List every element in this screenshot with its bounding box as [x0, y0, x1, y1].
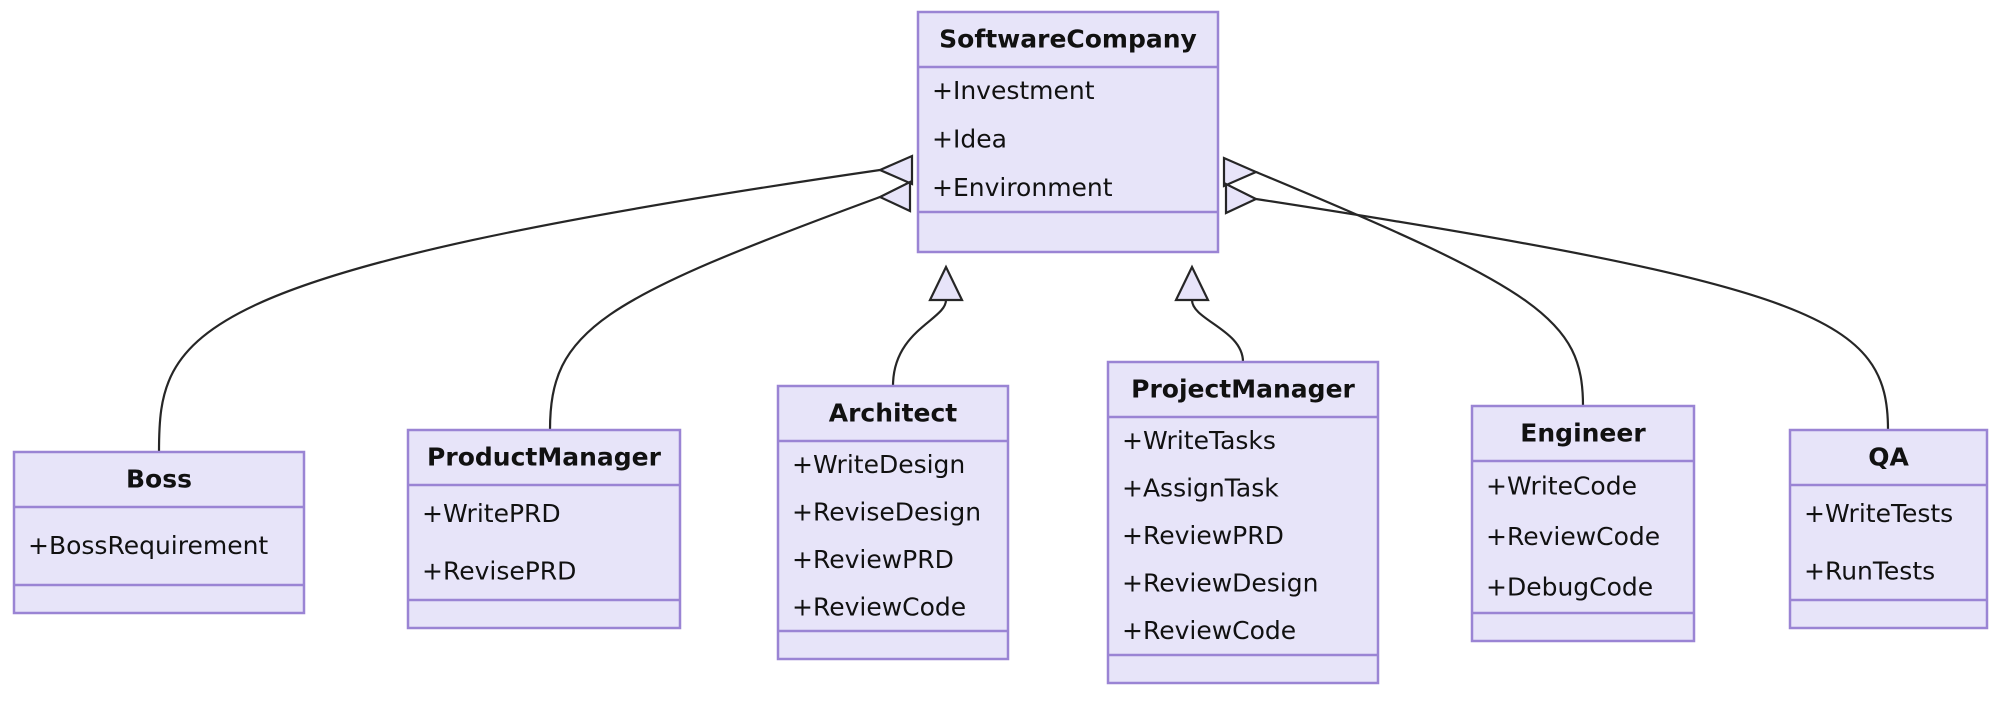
class-member-projectmanager-0: +WriteTasks — [1122, 426, 1276, 455]
inheritance-triangle-icon-qa-to-softwarecompany — [1224, 182, 1259, 215]
class-member-projectmanager-2: +ReviewPRD — [1122, 521, 1284, 550]
class-name-boss: Boss — [126, 465, 192, 494]
class-name-engineer: Engineer — [1520, 419, 1646, 448]
class-box-outline-architect — [776, 384, 1010, 661]
class-member-architect-2: +ReviewPRD — [792, 545, 954, 574]
class-boxes-layer: SoftwareCompany +Investment +Idea +Environm… — [12, 10, 1989, 685]
class-box-engineer[interactable]: Engineer +WriteCode +ReviewCode +DebugCode — [1470, 404, 1696, 643]
inheritance-triangle-icon-productmanager-to-softwarecompany — [877, 180, 912, 213]
generalization-edge-boss-to-softwarecompany[interactable] — [157, 154, 914, 453]
class-name-architect: Architect — [829, 399, 958, 428]
class-member-softwarecompany-0: +Investment — [932, 76, 1095, 105]
class-box-projectmanager[interactable]: ProjectManager +WriteTasks +AssignTask +Rev… — [1106, 360, 1380, 685]
edge-line-productmanager-to-softwarecompany — [548, 195, 881, 431]
class-box-boss[interactable]: Boss +BossRequirement — [12, 450, 306, 615]
class-member-engineer-1: +ReviewCode — [1486, 522, 1660, 551]
class-member-qa-1: +RunTests — [1804, 556, 1935, 585]
class-box-outline-projectmanager — [1106, 360, 1380, 685]
class-member-productmanager-1: +RevisePRD — [422, 556, 576, 585]
class-member-architect-0: +WriteDesign — [792, 450, 965, 479]
generalization-edge-projectmanager-to-softwarecompany[interactable] — [1174, 264, 1245, 363]
generalization-edge-qa-to-softwarecompany[interactable] — [1224, 182, 1890, 431]
class-member-projectmanager-3: +ReviewDesign — [1122, 569, 1318, 598]
class-name-productmanager: ProductManager — [427, 443, 662, 472]
inheritance-triangle-icon-architect-to-softwarecompany — [928, 264, 964, 302]
inheritance-triangle-icon-engineer-to-softwarecompany — [1222, 156, 1259, 188]
class-member-architect-3: +ReviewCode — [792, 592, 966, 621]
class-member-softwarecompany-1: +Idea — [932, 125, 1007, 154]
class-member-architect-1: +ReviseDesign — [792, 497, 981, 526]
class-box-qa[interactable]: QA +WriteTests +RunTests — [1788, 428, 1989, 630]
relationship-edges-layer — [157, 154, 1890, 453]
inheritance-triangle-icon-boss-to-softwarecompany — [877, 154, 914, 186]
generalization-edge-architect-to-softwarecompany[interactable] — [891, 264, 964, 387]
class-name-qa: QA — [1868, 443, 1909, 472]
class-member-engineer-2: +DebugCode — [1486, 573, 1653, 602]
class-member-projectmanager-4: +ReviewCode — [1122, 616, 1296, 645]
class-box-productmanager[interactable]: ProductManager +WritePRD +RevisePRD — [406, 428, 682, 630]
class-box-architect[interactable]: Architect +WriteDesign +ReviseDesign +Revie… — [776, 384, 1010, 661]
inheritance-triangle-icon-projectmanager-to-softwarecompany — [1174, 264, 1210, 302]
edge-line-projectmanager-to-softwarecompany — [1190, 299, 1245, 363]
class-box-outline-productmanager — [406, 428, 682, 630]
generalization-edge-productmanager-to-softwarecompany[interactable] — [548, 180, 912, 431]
class-box-outline-qa — [1788, 428, 1989, 630]
class-member-productmanager-0: +WritePRD — [422, 499, 561, 528]
class-box-softwarecompany[interactable]: SoftwareCompany +Investment +Idea +Environm… — [916, 10, 1220, 254]
class-member-boss-0: +BossRequirement — [28, 531, 268, 560]
class-name-softwarecompany: SoftwareCompany — [939, 25, 1197, 54]
class-member-engineer-0: +WriteCode — [1486, 471, 1637, 500]
class-member-projectmanager-1: +AssignTask — [1122, 473, 1279, 502]
edge-line-qa-to-softwarecompany — [1255, 197, 1890, 431]
class-member-qa-0: +WriteTests — [1804, 499, 1953, 528]
class-member-softwarecompany-2: +Environment — [932, 173, 1113, 202]
edge-line-architect-to-softwarecompany — [891, 299, 948, 387]
edge-line-boss-to-softwarecompany — [157, 168, 881, 453]
class-box-outline-engineer — [1470, 404, 1696, 643]
class-name-projectmanager: ProjectManager — [1131, 375, 1355, 404]
